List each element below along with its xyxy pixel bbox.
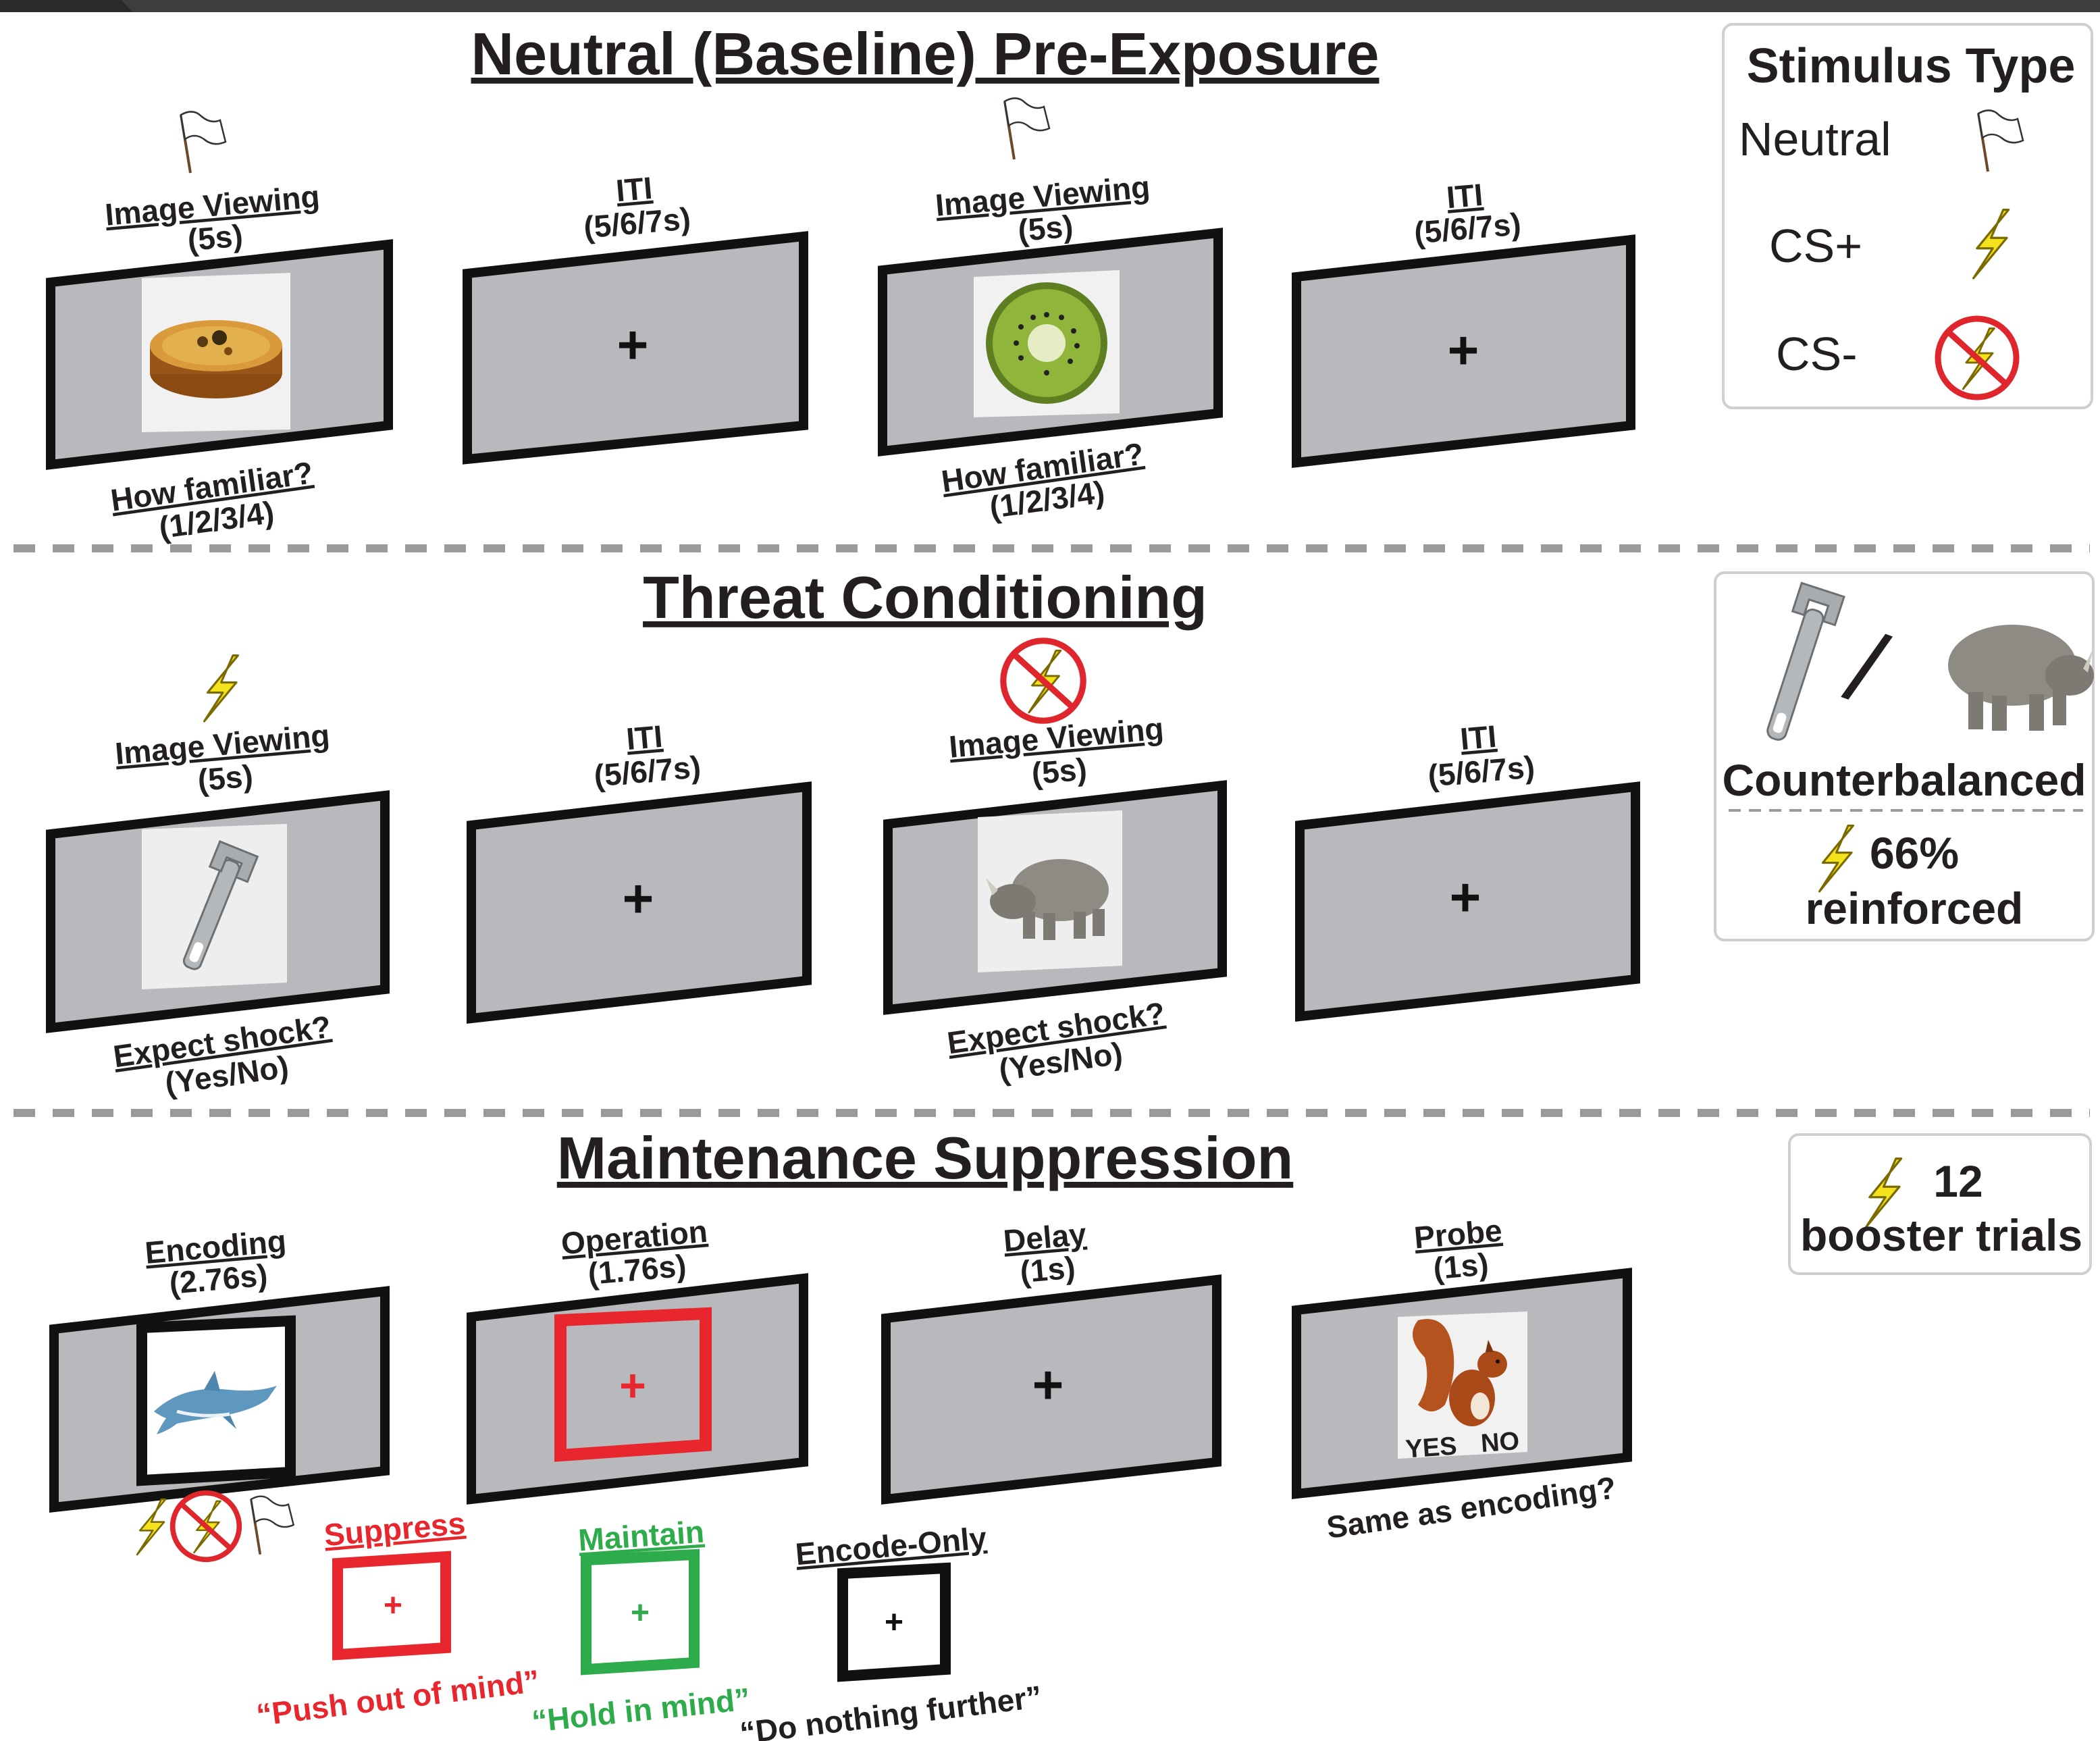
fixation-cross: + bbox=[619, 1360, 646, 1411]
section-title-maintenance: Maintenance Suppression bbox=[557, 1124, 1293, 1191]
screen bbox=[463, 231, 808, 465]
flag-icon bbox=[180, 110, 227, 174]
trial-panel: ITI (5/6/7s) + bbox=[1292, 177, 1635, 468]
operation-frame bbox=[554, 1307, 712, 1462]
trial-duration: (5/6/7s) bbox=[1426, 749, 1535, 794]
trial-panel: Image Viewing (5s) How familiar? (1/2/3/… bbox=[46, 110, 393, 545]
section-title-neutral: Neutral (Baseline) Pre-Exposure bbox=[471, 20, 1380, 87]
lightning-icon bbox=[203, 654, 240, 723]
condition-frame bbox=[837, 1562, 951, 1682]
condition-cross: + bbox=[384, 1588, 402, 1623]
trial-panel: ITI (5/6/7s) + bbox=[463, 170, 808, 465]
condition-quote: “Push out of mind” bbox=[255, 1663, 542, 1733]
trial-duration: (5/6/7s) bbox=[592, 749, 702, 794]
trial-panel: Delay (1s) + bbox=[881, 1216, 1222, 1505]
no-shock-icon bbox=[1938, 319, 2016, 397]
trial-duration: (5s) bbox=[196, 758, 255, 798]
top-bar-tab bbox=[0, 0, 132, 12]
trial-panel: Image Viewing (5s) Expect shock? (Yes/No… bbox=[46, 654, 390, 1101]
condition-maintain: Maintain + “Hold in mind” bbox=[530, 1514, 752, 1739]
trial-panel: ITI (5/6/7s) + bbox=[467, 719, 812, 1024]
rhino-image bbox=[978, 810, 1122, 972]
kiwi-image bbox=[974, 270, 1120, 417]
condition-quote: “Hold in mind” bbox=[530, 1681, 752, 1739]
trial-duration: (5s) bbox=[1030, 751, 1088, 791]
reinforce-percent: 66% bbox=[1870, 828, 1959, 878]
fixation-cross: + bbox=[623, 868, 654, 929]
booster-text: booster trials bbox=[1800, 1210, 2082, 1260]
fixation-cross: + bbox=[1032, 1355, 1064, 1415]
screen bbox=[1292, 234, 1635, 468]
legend-label: CS+ bbox=[1769, 219, 1862, 272]
shark-image bbox=[154, 1371, 277, 1434]
condition-frame bbox=[581, 1549, 700, 1675]
trial-label: Delay bbox=[1002, 1216, 1088, 1259]
counterbalance-box: / Counterbalanced 66% reinforced bbox=[1714, 571, 2095, 941]
counterbalanced-label: Counterbalanced bbox=[1722, 755, 2086, 805]
condition-cross: + bbox=[631, 1595, 650, 1631]
condition-quote: “Do nothing further” bbox=[738, 1679, 1044, 1741]
condition-frame bbox=[332, 1551, 451, 1661]
trial-duration: (5s) bbox=[186, 217, 244, 257]
booster-box: 12 booster trials bbox=[1788, 1133, 2092, 1275]
legend-label: CS- bbox=[1776, 328, 1858, 380]
flag-icon bbox=[1003, 97, 1051, 161]
condition-cross: + bbox=[885, 1605, 903, 1640]
squirrel-image bbox=[1398, 1311, 1527, 1459]
quiche-image bbox=[142, 273, 290, 432]
no-shock-icon bbox=[173, 1493, 240, 1560]
reinforce-word: reinforced bbox=[1806, 883, 2024, 933]
trial-duration: (1.76s) bbox=[587, 1248, 688, 1292]
trial-panel: ITI (5/6/7s) + bbox=[1295, 719, 1640, 1022]
trial-duration: (5/6/7s) bbox=[582, 201, 691, 245]
screen bbox=[1295, 781, 1640, 1022]
top-bar bbox=[0, 0, 2100, 12]
condition-suppress: Suppress + “Push out of mind” bbox=[255, 1505, 542, 1733]
trial-label: ITI bbox=[625, 719, 664, 756]
condition-label: Suppress bbox=[323, 1505, 467, 1553]
wrench-image bbox=[1766, 581, 1845, 741]
lightning-icon bbox=[136, 1498, 167, 1556]
screen bbox=[467, 781, 812, 1024]
booster-count: 12 bbox=[1933, 1156, 1983, 1206]
legend-box: Stimulus Type Neutral CS+ CS- bbox=[1722, 23, 2093, 409]
no-shock-icon bbox=[1003, 641, 1083, 721]
trial-panel: Image Viewing (5s) How familiar? (1/2/3/… bbox=[878, 97, 1223, 525]
probe-yes-option: YES bbox=[1405, 1432, 1458, 1463]
screen bbox=[881, 1274, 1222, 1505]
legend-title: Stimulus Type bbox=[1747, 39, 2076, 93]
probe-no-option: NO bbox=[1480, 1427, 1521, 1458]
trial-panel: Image Viewing (5s) Expect shock? (Yes/No… bbox=[883, 641, 1227, 1087]
trial-duration: (2.76s) bbox=[168, 1257, 269, 1301]
wrench-image bbox=[142, 824, 287, 989]
condition-label: Encode-Only bbox=[794, 1520, 989, 1572]
flag-icon bbox=[250, 1495, 295, 1556]
trial-panel: Encoding (2.76s) bbox=[49, 1223, 390, 1560]
trial-label: ITI bbox=[614, 170, 654, 208]
fixation-cross: + bbox=[617, 315, 649, 375]
trial-label: ITI bbox=[1445, 177, 1484, 215]
trial-duration: (5s) bbox=[1016, 208, 1074, 248]
condition-encode-only: Encode-Only + “Do nothing further” bbox=[738, 1520, 1044, 1741]
trial-label: ITI bbox=[1459, 719, 1498, 756]
trial-duration: (1s) bbox=[1432, 1246, 1490, 1286]
fixation-cross: + bbox=[1448, 320, 1479, 380]
trial-duration: (5/6/7s) bbox=[1413, 206, 1522, 251]
legend-label: Neutral bbox=[1739, 113, 1891, 165]
trial-panel: Operation (1.76s) + bbox=[467, 1214, 808, 1505]
rhino-image bbox=[1948, 625, 2094, 731]
trial-duration: (1s) bbox=[1018, 1249, 1076, 1289]
trial-panel: Probe (1s) YES NO Same as encoding? bbox=[1292, 1212, 1632, 1545]
fixation-cross: + bbox=[1450, 867, 1481, 927]
trial-label: Probe bbox=[1413, 1212, 1503, 1255]
section-title-threat: Threat Conditioning bbox=[643, 564, 1207, 631]
